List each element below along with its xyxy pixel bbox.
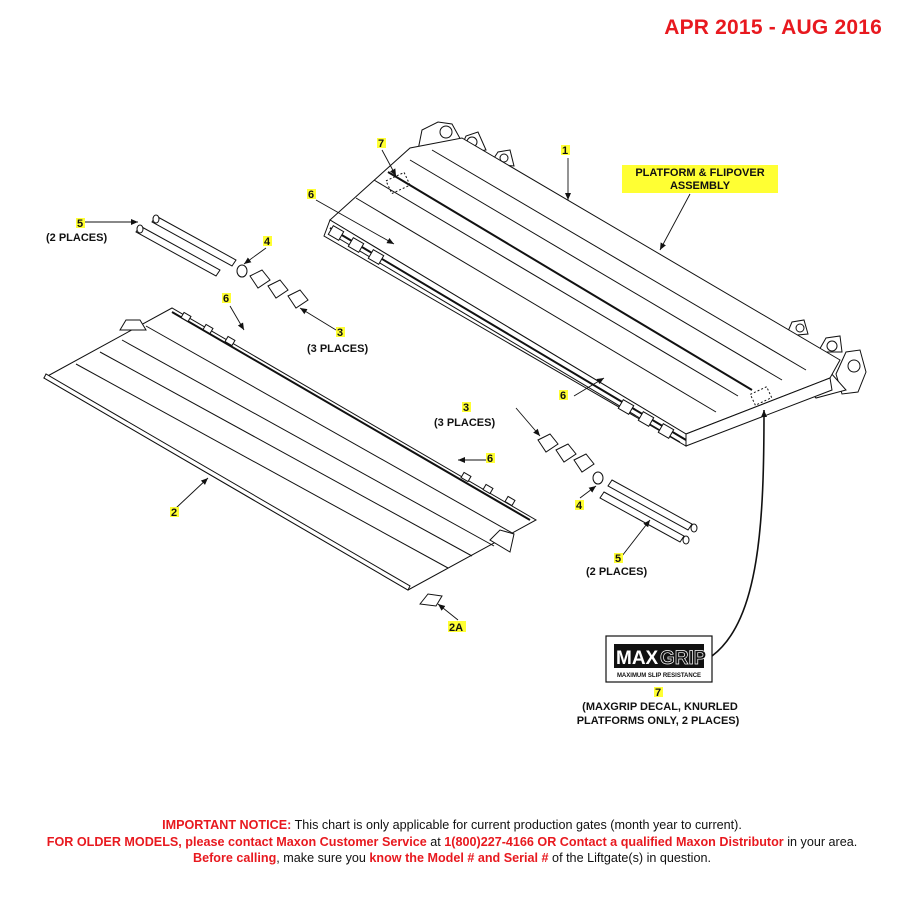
callout-2a: 2A <box>449 622 463 634</box>
assembly-label-line1: PLATFORM & FLIPOVER <box>635 167 764 179</box>
right-hardware <box>537 433 698 545</box>
notice-important-text: This chart is only applicable for curren… <box>291 818 742 832</box>
decal-brand-max: MAX <box>616 648 659 669</box>
important-notice: IMPORTANT NOTICE: This chart is only app… <box>40 817 864 867</box>
callout-3-right: 3 <box>463 402 469 414</box>
callout-5-left-note: (2 PLACES) <box>46 232 107 244</box>
decal-tagline: MAXIMUM SLIP RESISTANCE <box>617 673 701 679</box>
notice-make-sure: , make sure you <box>276 851 370 865</box>
notice-older-models: FOR OLDER MODELS, please contact Maxon C… <box>46 834 427 849</box>
callout-7-bottom: 7 <box>655 687 661 699</box>
callout-3-left-note: (3 PLACES) <box>307 343 368 355</box>
notice-important-label: IMPORTANT NOTICE: <box>162 818 292 832</box>
notice-of-liftgate: of the Liftgate(s) in question. <box>548 851 711 865</box>
maxgrip-decal: MAX GRIP MAXIMUM SLIP RESISTANCE <box>605 635 713 683</box>
notice-know-model: know the Model # and Serial # <box>369 851 549 865</box>
notice-line-1: IMPORTANT NOTICE: This chart is only app… <box>40 817 864 834</box>
callout-3-right-note: (3 PLACES) <box>434 417 495 429</box>
callout-6-a: 6 <box>308 189 314 201</box>
notice-in-area: in your area. <box>783 834 858 849</box>
notice-line-2: FOR OLDER MODELS, please contact Maxon C… <box>40 834 864 867</box>
maxgrip-note-line1: (MAXGRIP DECAL, KNURLED <box>582 701 738 713</box>
notice-at: at <box>426 834 445 849</box>
notice-before-calling: Before calling <box>193 851 277 865</box>
platform-assembly <box>323 121 867 447</box>
callout-5-right-note: (2 PLACES) <box>586 566 647 578</box>
callout-6-b: 6 <box>223 293 229 305</box>
callout-2: 2 <box>171 507 177 519</box>
callout-6-c: 6 <box>487 453 493 465</box>
decal-brand-grip: GRIP <box>660 648 707 669</box>
callout-3-left: 3 <box>337 327 343 339</box>
callout-7-top: 7 <box>378 138 384 150</box>
callout-1: 1 <box>562 145 568 157</box>
maxgrip-note-line2: PLATFORMS ONLY, 2 PLACES) <box>577 715 740 727</box>
assembly-label-line2: ASSEMBLY <box>670 180 731 192</box>
callout-6-d: 6 <box>560 390 566 402</box>
callout-4-right: 4 <box>576 500 583 512</box>
flipover-plate <box>42 307 538 607</box>
callout-4-left: 4 <box>264 236 271 248</box>
callout-5-left: 5 <box>77 218 83 230</box>
date-range-header: APR 2015 - AUG 2016 <box>664 16 882 39</box>
callouts: 1 7 6 PLATFORM & FLIPOVER ASSEMBLY 5 (2 … <box>46 138 778 727</box>
callout-5-right: 5 <box>615 553 621 565</box>
notice-phone: 1(800)227-4166 OR Contact a qualified Ma… <box>444 834 784 849</box>
left-hardware <box>135 214 309 309</box>
